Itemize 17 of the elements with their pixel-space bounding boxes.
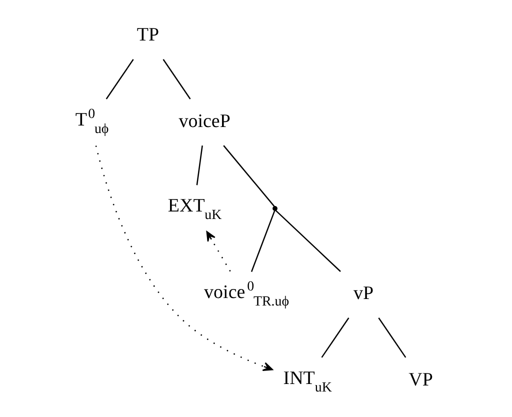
connector — [162, 59, 191, 100]
arrow — [206, 231, 231, 272]
arrow — [95, 146, 273, 371]
node-text: EXT$_{uK}$ — [168, 196, 222, 224]
node-text: TP — [136, 24, 160, 46]
connector — [223, 145, 275, 207]
connector — [250, 210, 276, 272]
connector — [378, 318, 406, 358]
connector — [196, 145, 203, 186]
connector — [275, 210, 341, 272]
connector — [321, 318, 350, 358]
node-text: VP — [408, 369, 433, 390]
node-text: vP — [354, 283, 374, 304]
connector — [106, 59, 134, 100]
node-text: INT$_{uK}$ — [283, 368, 332, 396]
node-text: voiceP — [178, 110, 230, 132]
node-point — [272, 206, 278, 211]
